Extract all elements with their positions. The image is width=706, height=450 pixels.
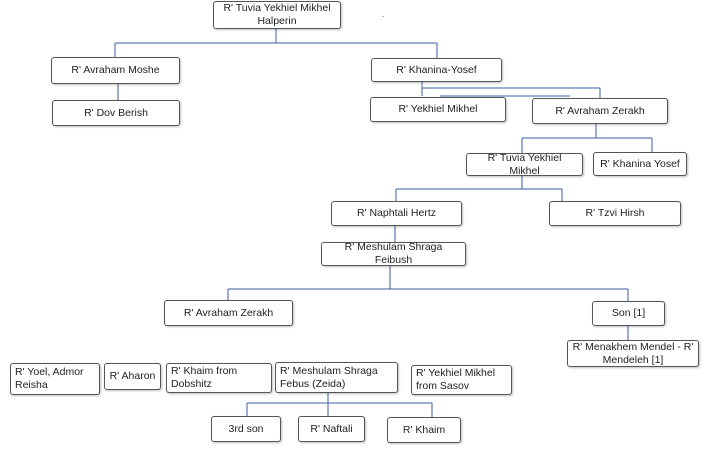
node-naphtali-hertz: R' Naphtali Hertz bbox=[331, 201, 462, 226]
node-label: Son [1] bbox=[611, 307, 646, 319]
node-khaim-dobshitz: R' Khaim from Dobshitz bbox=[166, 363, 272, 393]
node-menakhem-mendel: R' Menakhem Mendel - R' Mendeleh [1] bbox=[567, 340, 699, 367]
node-label: R' Yoel, Admor Reisha bbox=[15, 366, 84, 391]
node-meshulam-feibush: R' Meshulam Shraga Feibush bbox=[321, 241, 466, 266]
node-khanina-yosef-2: R' Khanina Yosef bbox=[593, 152, 687, 176]
node-yoel: R' Yoel, Admor Reisha bbox=[10, 363, 100, 395]
node-label: R' Meshulam Shraga Febus (Zeida) bbox=[280, 364, 378, 390]
node-son: Son [1] bbox=[592, 301, 665, 326]
node-yekhiel-sasov: R' Yekhiel Mikhel from Sasov bbox=[411, 365, 512, 395]
node-label: R' Meshulam Shraga Feibush bbox=[344, 241, 443, 266]
node-yekhiel-mikhel: R' Yekhiel Mikhel bbox=[370, 97, 506, 122]
node-label: 3rd son bbox=[228, 422, 264, 435]
node-label: R' Menakhem Mendel - R' Mendeleh [1] bbox=[572, 340, 694, 366]
node-khaim: R' Khaim bbox=[387, 417, 461, 443]
node-aharon: R' Aharon bbox=[104, 363, 161, 390]
node-label: R' Khaim from Dobshitz bbox=[171, 365, 238, 390]
node-label: R' Khanina Yosef bbox=[600, 157, 680, 170]
node-label: R' Yekhiel Mikhel from Sasov bbox=[416, 367, 496, 392]
node-dov-berish: R' Dov Berish bbox=[52, 100, 180, 126]
node-label: R' Yekhiel Mikhel bbox=[398, 103, 478, 115]
node-third-son: 3rd son bbox=[211, 416, 281, 442]
node-avraham-zerakh-1: R' Avraham Zerakh bbox=[532, 98, 668, 124]
node-meshulam-febus: R' Meshulam Shraga Febus (Zeida) bbox=[275, 362, 398, 393]
stray-mark: . bbox=[382, 10, 385, 19]
node-tuvia-root: R' Tuvia Yekhiel Mikhel Halperin bbox=[213, 1, 341, 29]
node-avraham-moshe: R' Avraham Moshe bbox=[51, 57, 180, 84]
node-label: R' Khaim bbox=[402, 423, 446, 436]
node-label: R' Avraham Moshe bbox=[71, 64, 160, 76]
node-tuvia-2: R' Tuvia Yekhiel Mikhel bbox=[466, 151, 583, 177]
node-label: R' Naftali bbox=[310, 422, 353, 435]
node-label: R' Tzvi Hirsh bbox=[585, 207, 645, 219]
node-naftali: R' Naftali bbox=[298, 416, 365, 442]
node-label: R' Avraham Zerakh bbox=[555, 104, 645, 117]
node-label: R' Naphtali Hertz bbox=[356, 207, 437, 219]
node-label: R' Dov Berish bbox=[84, 106, 148, 119]
node-khanina-yosef: R' Khanina-Yosef bbox=[371, 58, 502, 82]
node-label: R' Tuvia Yekhiel Mikhel Halperin bbox=[223, 2, 331, 27]
node-label: R' Aharon bbox=[109, 370, 156, 382]
node-avraham-zerakh-2: R' Avraham Zerakh bbox=[164, 300, 293, 326]
node-label: R' Khanina-Yosef bbox=[396, 63, 477, 76]
node-label: R' Avraham Zerakh bbox=[183, 306, 274, 319]
node-label: R' Tuvia Yekhiel Mikhel bbox=[487, 151, 562, 177]
node-tzvi-hirsh: R' Tzvi Hirsh bbox=[549, 201, 681, 226]
